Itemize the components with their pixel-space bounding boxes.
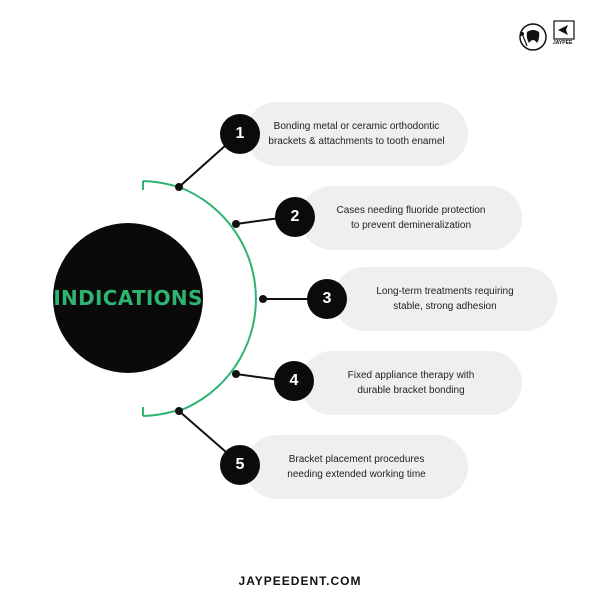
hub-title: INDICATIONS <box>53 286 203 310</box>
leader-line-1 <box>178 144 227 188</box>
step-number-3: 3 <box>307 279 347 319</box>
step-number-4: 4 <box>274 361 314 401</box>
step-number-1: 1 <box>220 114 260 154</box>
indication-text-4: Fixed appliance therapy with durable bra… <box>347 370 475 396</box>
indication-text-1: Bonding metal or ceramic orthodontic bra… <box>268 121 445 147</box>
tooth-logo-icon <box>519 23 547 51</box>
indication-card-4: Fixed appliance therapy with durable bra… <box>300 351 522 415</box>
arc-cap-bottom-link <box>142 410 176 417</box>
jaypee-logo-icon <box>553 20 575 40</box>
indication-text-3: Long-term treatments requiring stable, s… <box>376 286 514 312</box>
leader-line-2 <box>235 217 281 225</box>
indication-card-5: Bracket placement procedures needing ext… <box>245 435 468 499</box>
connector-dot-5 <box>175 407 183 415</box>
indication-text-2: Cases needing fluoride protection to pre… <box>336 205 486 231</box>
arc-cap-top-link <box>142 180 176 187</box>
connector-dot-4 <box>232 370 240 378</box>
indication-card-3: Long-term treatments requiring stable, s… <box>333 267 557 331</box>
step-number-2: 2 <box>275 197 315 237</box>
leader-line-5 <box>178 410 227 453</box>
connector-dot-1 <box>175 183 183 191</box>
accent-arc <box>178 186 257 412</box>
leader-line-4 <box>235 373 281 381</box>
connector-dot-3 <box>259 295 267 303</box>
connector-dot-2 <box>232 220 240 228</box>
jaypee-logo-text: JAYPEE <box>553 40 573 46</box>
indication-card-1: Bonding metal or ceramic orthodontic bra… <box>245 102 468 166</box>
indication-card-2: Cases needing fluoride protection to pre… <box>300 186 522 250</box>
step-number-5: 5 <box>220 445 260 485</box>
footer-website[interactable]: JAYPEEDENT.COM <box>238 574 362 588</box>
indication-text-5: Bracket placement procedures needing ext… <box>287 454 426 480</box>
central-hub: INDICATIONS <box>53 223 203 373</box>
